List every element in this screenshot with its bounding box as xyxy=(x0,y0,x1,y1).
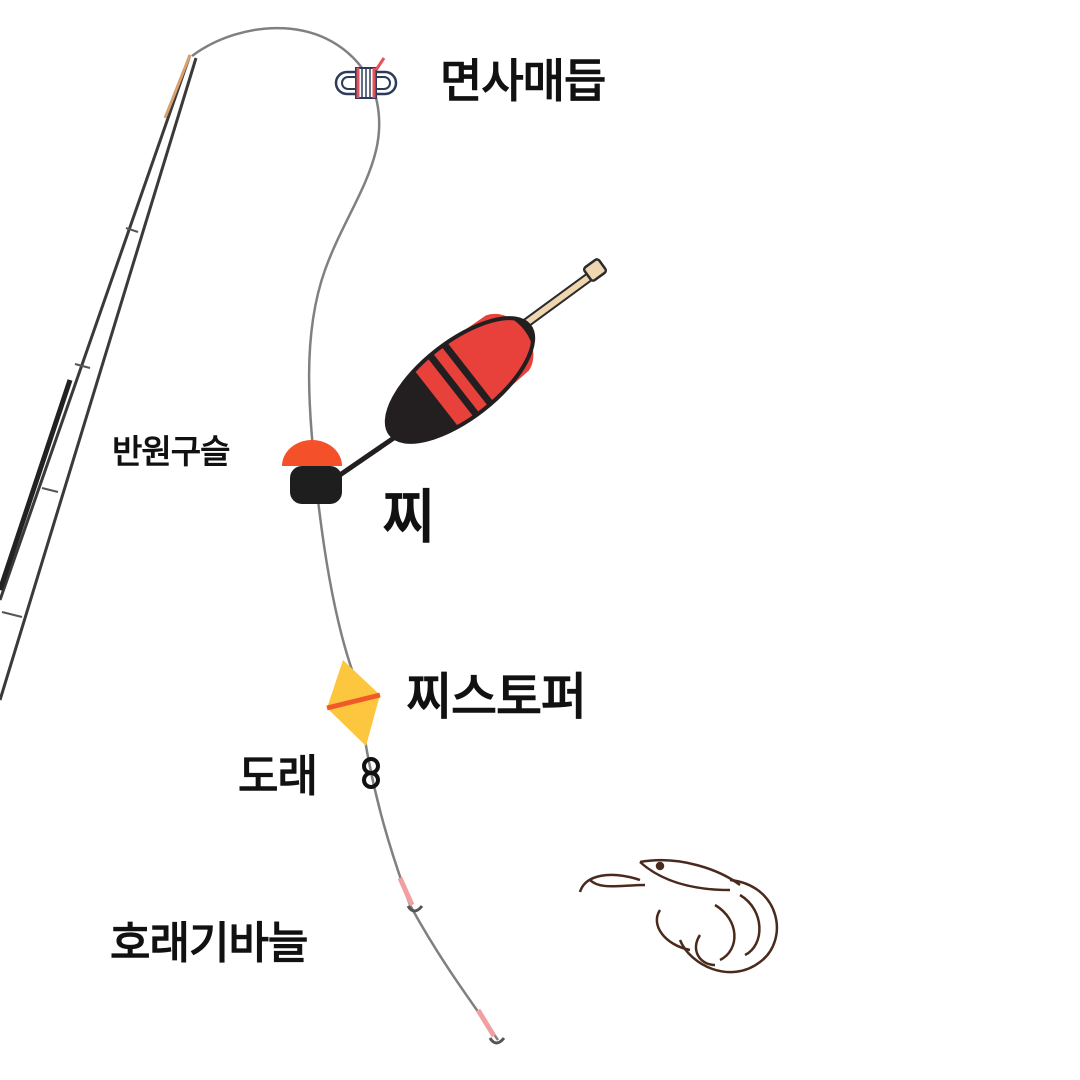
fishing-line xyxy=(191,26,500,1041)
float-icon xyxy=(316,258,608,493)
label-hook: 호래기바늘 xyxy=(110,918,308,969)
hook-icon xyxy=(397,876,506,1045)
label-bead: 반원구슬 xyxy=(112,432,230,471)
stopper-icon xyxy=(326,660,381,746)
label-swivel: 도래 xyxy=(238,751,318,802)
label-float: 찌 xyxy=(382,483,435,551)
label-thread-knot: 면사매듭 xyxy=(440,54,606,108)
swivel-icon xyxy=(362,757,380,789)
shrimp-icon xyxy=(578,858,778,974)
fishing-rod-icon xyxy=(0,54,198,701)
label-stopper: 찌스토퍼 xyxy=(406,668,587,726)
thread-knot-icon xyxy=(334,57,398,99)
bead-icon xyxy=(282,440,342,504)
